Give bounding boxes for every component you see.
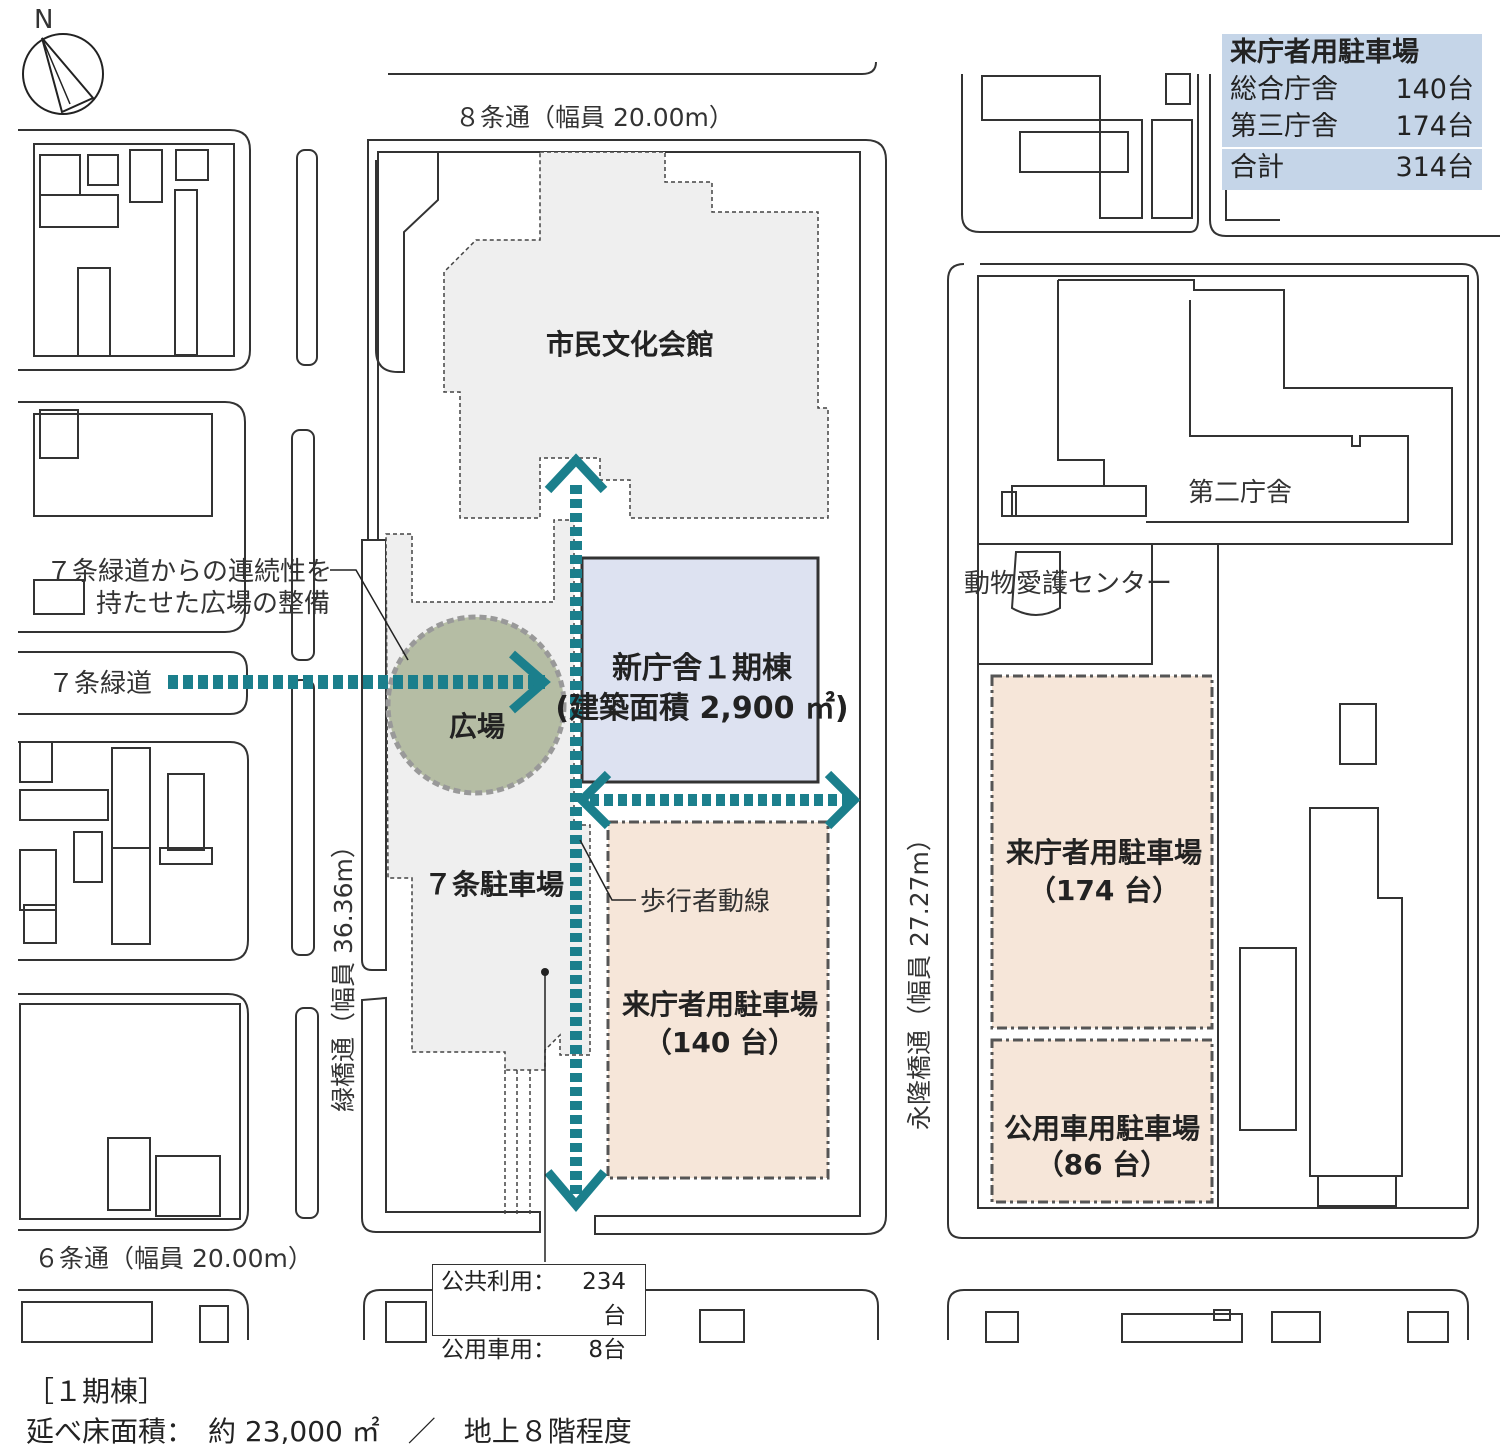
- east-blocks: [947, 73, 1500, 1239]
- parking-count-box: 公共利用： 234台 公用車用： 8台: [432, 1264, 646, 1363]
- public-count-row: 公共利用： 234台: [441, 1265, 645, 1333]
- visitor-parking-174-count: （174 台）: [1028, 874, 1180, 907]
- legend-row-label: 総合庁舎: [1230, 74, 1338, 105]
- second-office-label: 第二庁舎: [1188, 478, 1292, 508]
- road-label-north: ８条通（幅員 20.00m）: [455, 103, 734, 132]
- west-blocks: [18, 129, 319, 1343]
- legend-title: 来庁者用駐車場: [1230, 37, 1419, 68]
- road-label-east: 永隆橋通（幅員 27.27m）: [905, 826, 934, 1130]
- culture-hall-label: 市民文化会館: [546, 328, 714, 361]
- new-office-building: [580, 556, 820, 784]
- new-office-label: 新庁舎１期棟: [612, 651, 793, 686]
- parking-driveway: [504, 1070, 531, 1215]
- legend-row-value: 174台: [1395, 111, 1474, 142]
- greenway-note-line2: 持たせた広場の整備: [96, 589, 330, 619]
- official-parking-count: （86 台）: [1036, 1148, 1169, 1181]
- parking-marker: [541, 968, 549, 976]
- visitor-parking-140-label: 来庁者用駐車場: [622, 988, 818, 1021]
- legend-row: 総合庁舎 140台: [1222, 71, 1482, 108]
- official-count-row: 公用車用： 8台: [441, 1333, 645, 1367]
- north-compass-icon: [22, 33, 104, 115]
- official-count-label: 公用車用：: [441, 1337, 556, 1363]
- legend-total-row: 合計 314台: [1222, 147, 1482, 186]
- road-label-west: 緑橋通（幅員 36.36m）: [329, 833, 358, 1112]
- visitor-parking-140: [606, 820, 830, 1180]
- official-count-value: 8台: [588, 1337, 626, 1363]
- public-count-label: 公共利用：: [441, 1269, 556, 1295]
- public-count-value: 234台: [582, 1269, 626, 1329]
- plaza-parking-zone: [385, 519, 591, 1071]
- legend-total-label: 合計: [1230, 152, 1284, 183]
- legend-row-value: 140台: [1395, 74, 1474, 105]
- pedestrian-route-arrows: [168, 453, 861, 1212]
- greenway-note-line1: ７条緑道からの連続性を: [46, 557, 332, 587]
- plaza-label: 広場: [449, 710, 505, 743]
- legend-total-value: 314台: [1395, 152, 1474, 183]
- main-site-block: [361, 139, 887, 1235]
- pedestrian-route-label: 歩行者動線: [640, 887, 770, 917]
- footer-summary: 延べ床面積： 約 23,000 ㎡ ／ 地上８階程度: [26, 1415, 632, 1448]
- north-road-edges: [388, 61, 877, 75]
- visitor-parking-174: [990, 674, 1214, 1030]
- plaza-circle: [385, 614, 567, 796]
- parking-7jo-label: ７条駐車場: [424, 868, 564, 901]
- official-parking-86: [990, 1038, 1214, 1204]
- animal-center-label: 動物愛護センター: [964, 569, 1172, 599]
- legend-row: 第三庁舎 174台: [1222, 108, 1482, 145]
- official-parking-label: 公用車用駐車場: [1004, 1112, 1200, 1145]
- greenway-label: ７条緑道: [48, 669, 152, 699]
- leader-lines: [330, 569, 636, 1262]
- footer-phase: ［１期棟］: [26, 1375, 167, 1408]
- visitor-parking-174-label: 来庁者用駐車場: [1006, 836, 1202, 869]
- legend-row-label: 第三庁舎: [1230, 111, 1338, 142]
- compass-label: N: [34, 5, 53, 35]
- road-label-south: ６条通（幅員 20.00m）: [34, 1244, 313, 1273]
- parking-legend: 来庁者用駐車場 総合庁舎 140台 第三庁舎 174台 合計 314台: [1222, 34, 1482, 190]
- new-office-area-label: (建築面積 2,900 ㎡): [555, 691, 848, 726]
- culture-hall-footprint: [443, 151, 829, 519]
- visitor-parking-140-count: （140 台）: [644, 1026, 796, 1059]
